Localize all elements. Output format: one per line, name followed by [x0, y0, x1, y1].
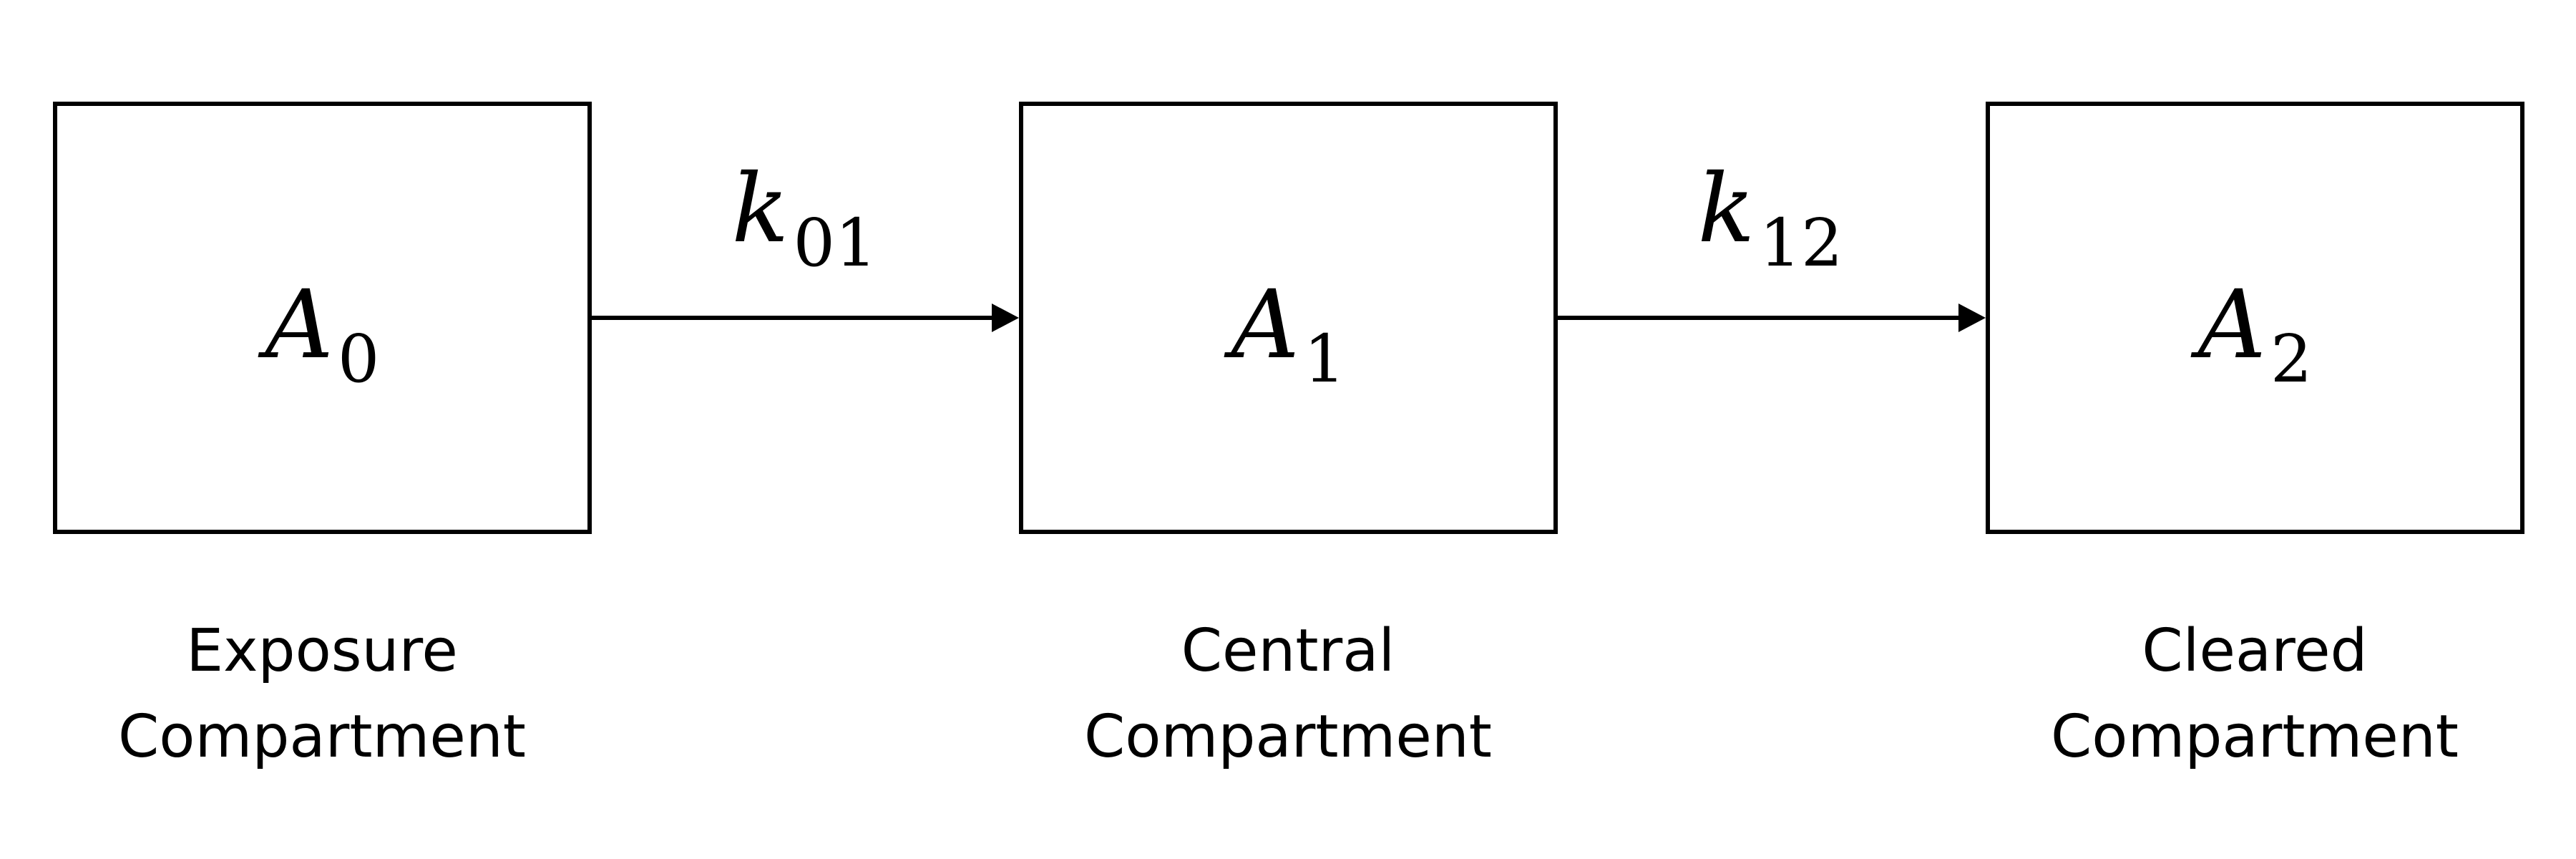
arrow-0-to-1 — [592, 304, 1019, 332]
rate-symbol-k12: k12 — [1627, 162, 1913, 276]
caption-line: Central — [1181, 617, 1395, 685]
compartment-box-central: A1 — [1019, 102, 1558, 534]
caption-line: Compartment — [118, 703, 526, 771]
rate-symbol-k01: k01 — [661, 162, 947, 276]
rate-label-k12: k12 — [1627, 162, 1913, 276]
compartment-symbol-a0: A0 — [265, 278, 380, 392]
symbol-base: A — [2197, 270, 2266, 380]
symbol-subscript: 1 — [1303, 321, 1346, 397]
compartment-symbol-a2: A2 — [2198, 278, 2313, 392]
symbol-base: A — [265, 270, 333, 380]
arrow-1-to-2 — [1558, 304, 1986, 332]
arrowhead-0-to-1 — [992, 304, 1019, 332]
caption-line: Compartment — [1084, 703, 1492, 771]
caption-line: Exposure — [186, 617, 458, 685]
arrowhead-1-to-2 — [1958, 304, 1986, 332]
caption-line: Cleared — [2142, 617, 2368, 685]
symbol-base: k — [1697, 154, 1755, 264]
caption-central-compartment: Central Compartment — [1016, 608, 1560, 780]
symbol-subscript: 2 — [2270, 321, 2313, 397]
compartment-symbol-a1: A1 — [1231, 278, 1346, 392]
caption-exposure-compartment: Exposure Compartment — [50, 608, 594, 780]
caption-cleared-compartment: Cleared Compartment — [1983, 608, 2527, 780]
symbol-subscript: 12 — [1759, 205, 1843, 281]
symbol-subscript: 0 — [337, 321, 380, 397]
caption-line: Compartment — [2051, 703, 2459, 771]
symbol-base: A — [1231, 270, 1299, 380]
rate-label-k01: k01 — [661, 162, 947, 276]
compartment-box-cleared: A2 — [1986, 102, 2524, 534]
symbol-base: k — [731, 154, 789, 264]
symbol-subscript: 01 — [793, 205, 877, 281]
compartment-box-exposure: A0 — [53, 102, 592, 534]
